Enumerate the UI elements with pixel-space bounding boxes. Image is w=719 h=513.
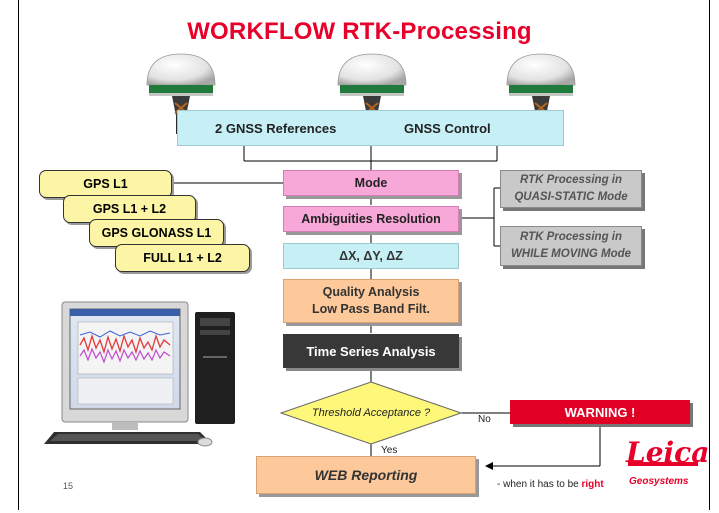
rtk-while-moving-box: RTK Processing in WHILE MOVING Mode [500,226,642,266]
page-title: WORKFLOW RTK-Processing [187,18,532,45]
quality-line1: Quality Analysis [322,285,420,299]
quality-line2: Low Pass Band Filt. [311,302,431,316]
no-label: No [478,414,491,425]
control-label: GNSS Control [404,120,491,136]
tagline-emphasis: right [581,479,604,490]
page-number: 15 [63,481,74,491]
rtk-quasi-line2: QUASI-STATIC Mode [514,191,628,203]
references-bar: 2 GNSS References GNSS Control [177,110,564,146]
rtk-quasi-static-box: RTK Processing in QUASI-STATIC Mode [500,170,642,208]
slide-frame [18,0,710,510]
deltas-step: ΔX, ΔY, ΔZ [283,243,459,269]
leica-logo-underline [628,462,698,466]
rtk-moving-line1: RTK Processing in [519,231,623,243]
mode-gps-l1-l2: GPS L1 + L2 [63,195,196,223]
tagline-prefix: - when it has to be [497,479,582,490]
web-reporting-step: WEB Reporting [256,456,476,494]
threshold-diamond [279,381,463,445]
rtk-moving-line2: WHILE MOVING Mode [510,248,632,260]
warning-box: WARNING ! [510,400,690,424]
computer-icon [44,301,235,447]
mode-full-l1-l2: FULL L1 + L2 [115,244,250,272]
tagline: - when it has to be right [497,479,604,490]
references-label: 2 GNSS References [215,120,337,136]
time-series-step: Time Series Analysis [283,334,459,368]
mode-step: Mode [283,170,459,196]
leica-logo: Leica [626,436,710,469]
leica-logo-subtitle: Geosystems [629,476,689,487]
mode-gps-glonass-l1: GPS GLONASS L1 [89,219,224,247]
yes-label: Yes [381,445,398,456]
quality-step: Quality Analysis Low Pass Band Filt. [283,279,459,323]
rtk-quasi-line1: RTK Processing in [519,174,623,186]
mode-gps-l1: GPS L1 [39,170,172,198]
ambiguities-step: Ambiguities Resolution [283,206,459,232]
threshold-label: Threshold Acceptance ? [311,407,431,419]
